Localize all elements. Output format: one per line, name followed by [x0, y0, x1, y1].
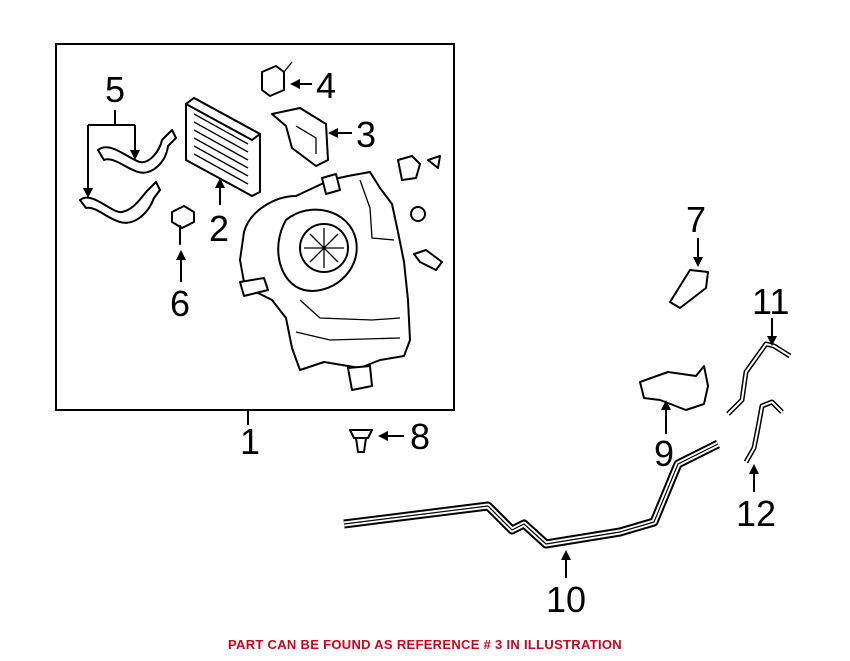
- ac-line-lower: [743, 399, 784, 492]
- callout-6: 6: [170, 283, 190, 324]
- blower-housing: [239, 171, 411, 391]
- ac-line-upper: [726, 318, 792, 416]
- callout-8: 8: [410, 416, 430, 457]
- heater-hoses: [79, 110, 177, 224]
- push-pin: [349, 429, 404, 453]
- callout-10: 10: [546, 579, 586, 620]
- long-tube: [343, 439, 721, 578]
- bracket-part: [271, 107, 352, 167]
- callout-3: 3: [356, 114, 376, 155]
- callout-5: 5: [105, 69, 125, 110]
- rear-duct: [639, 365, 709, 434]
- footnote: PART CAN BE FOUND AS REFERENCE # 3 IN IL…: [228, 637, 622, 652]
- callout-2: 2: [209, 208, 229, 249]
- callout-7: 7: [686, 199, 706, 240]
- small-bracket: [669, 238, 709, 309]
- callout-1: 1: [240, 421, 260, 462]
- callout-4: 4: [316, 65, 336, 106]
- callout-12: 12: [736, 493, 776, 534]
- callout-9: 9: [654, 433, 674, 474]
- clip-part: [261, 61, 312, 97]
- callout-11: 11: [752, 281, 789, 322]
- small-fasteners: [397, 155, 443, 271]
- heater-core: [185, 97, 261, 205]
- assembly-frame: [55, 43, 455, 411]
- sensor-part: [171, 205, 195, 282]
